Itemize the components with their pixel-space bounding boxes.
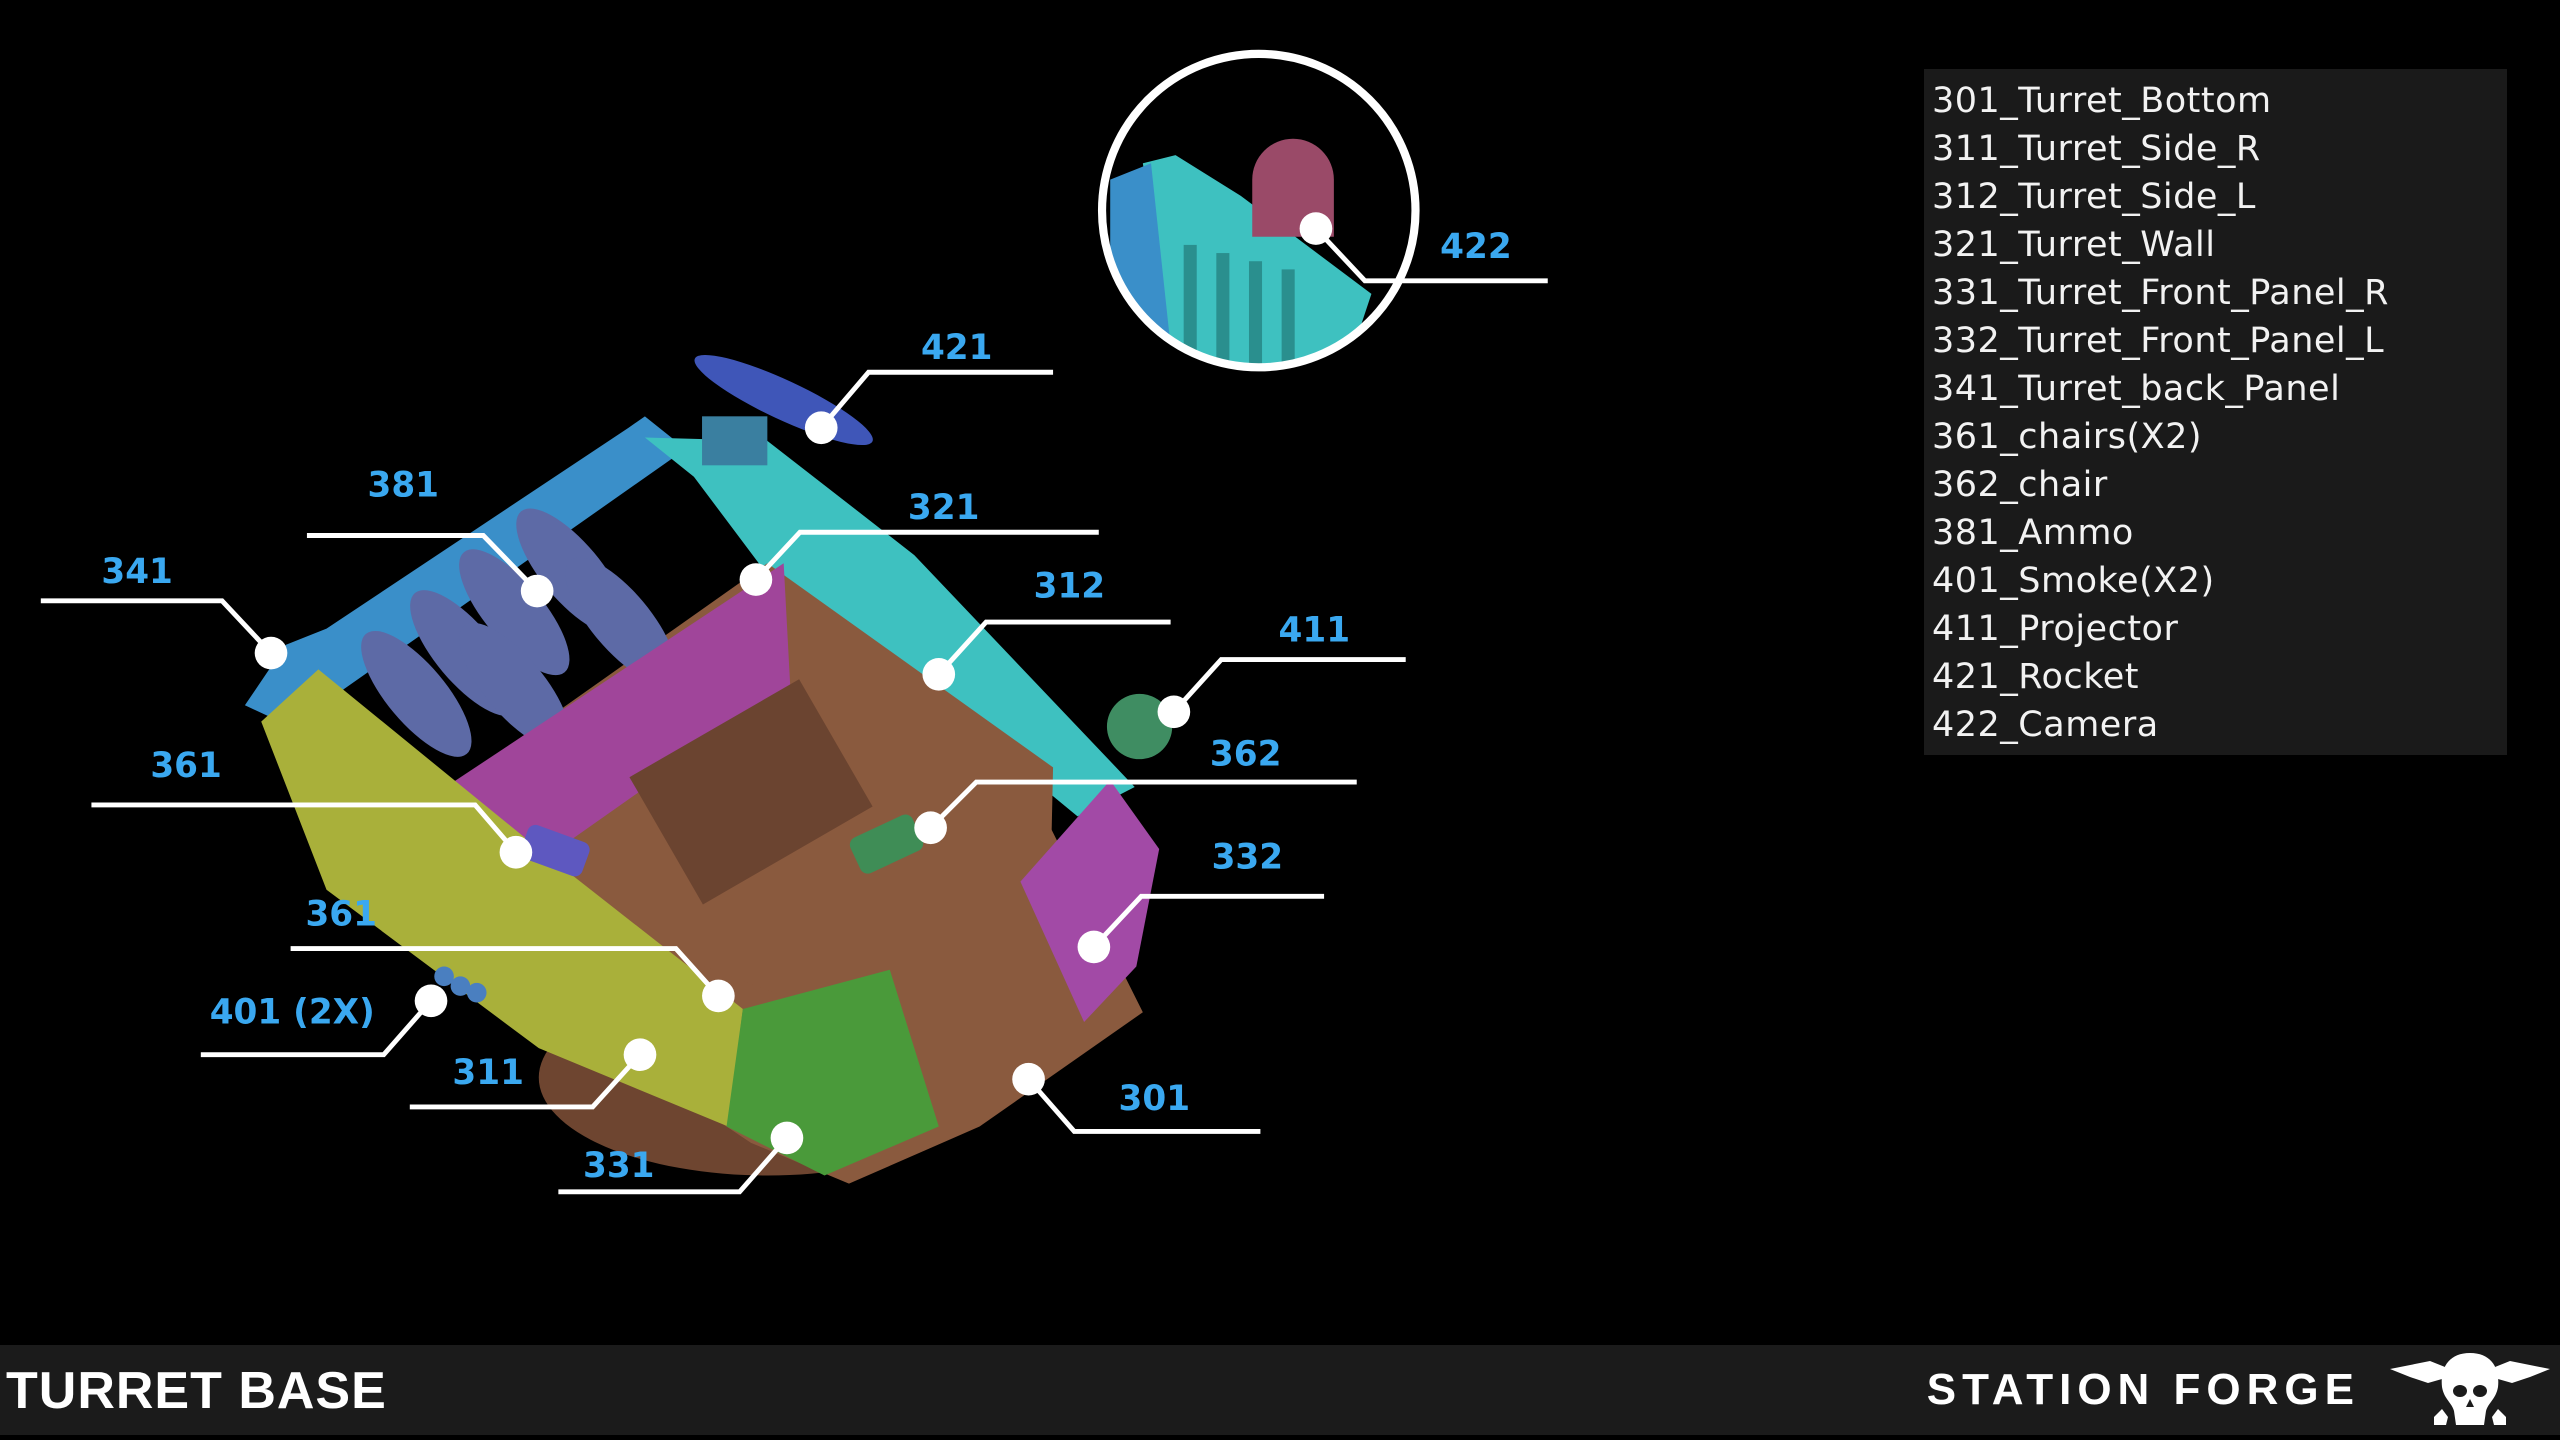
callout-311: 311 xyxy=(409,1038,657,1110)
inset-frame xyxy=(1097,49,1420,372)
engine-block xyxy=(629,679,873,905)
callout-361-upper: 361 xyxy=(91,746,533,869)
legend-item: 361_chairs(X2) xyxy=(1932,417,2203,457)
legend-item: 311_Turret_Side_R xyxy=(1932,129,2261,169)
legend-item: 312_Turret_Side_L xyxy=(1932,177,2256,217)
legend-item: 381_Ammo xyxy=(1932,513,2134,553)
legend-item: 331_Turret_Front_Panel_R xyxy=(1932,273,2389,313)
callout-label: 422 xyxy=(1440,227,1512,267)
callout-label: 362 xyxy=(1210,735,1282,775)
part-381-ammo xyxy=(361,508,676,757)
callout-label: 411 xyxy=(1279,611,1351,651)
callout-label: 341 xyxy=(101,552,173,592)
part-411-projector xyxy=(1106,693,1173,760)
callout-401: 401 (2X) xyxy=(200,984,448,1058)
legend-item: 422_Camera xyxy=(1932,705,2159,745)
callout-label: 381 xyxy=(367,465,439,505)
legend-item: 401_Smoke(X2) xyxy=(1932,561,2215,601)
callout-label: 421 xyxy=(921,328,993,368)
parts-legend: 301_Turret_Bottom 311_Turret_Side_R 312_… xyxy=(1924,69,2507,755)
legend-item: 341_Turret_back_Panel xyxy=(1932,369,2341,409)
callout-label: 361 xyxy=(150,746,222,786)
skull-wings-logo-icon xyxy=(2390,1353,2550,1425)
part-361-chair xyxy=(520,824,590,877)
callout-332: 332 xyxy=(1077,838,1325,964)
callout-341: 341 xyxy=(40,552,288,670)
callout-label: 311 xyxy=(452,1053,524,1093)
part-321-wall xyxy=(421,563,791,895)
callout-421: 421 xyxy=(804,328,1054,445)
legend-item: 362_chair xyxy=(1932,465,2108,505)
legend-item: 301_Turret_Bottom xyxy=(1932,81,2272,121)
callout-362: 362 xyxy=(914,735,1357,845)
part-312-side-l xyxy=(644,437,1135,817)
callout-label: 312 xyxy=(1034,567,1106,607)
part-401-smoke xyxy=(434,966,487,1003)
callouts: 422 421 381 321 341 312 411 362 361 332 … xyxy=(40,212,1548,1195)
callout-label: 301 xyxy=(1119,1079,1191,1119)
camera-inset xyxy=(1097,49,1420,372)
callout-label: 321 xyxy=(908,488,980,528)
part-362-chair xyxy=(849,814,924,874)
legend-item: 411_Projector xyxy=(1932,609,2179,649)
callout-361-lower: 361 xyxy=(290,895,735,1013)
callout-411: 411 xyxy=(1157,611,1406,729)
callout-label: 361 xyxy=(305,895,377,935)
part-422-camera xyxy=(1252,138,1334,237)
callout-381: 381 xyxy=(306,465,554,608)
legend-item: 421_Rocket xyxy=(1932,657,2139,697)
part-332-front-panel-l xyxy=(1020,780,1160,1023)
brand-name: STATION FORGE xyxy=(1926,1365,2360,1414)
turret-model xyxy=(244,354,1173,1184)
page-title: TURRET BASE xyxy=(6,1362,387,1420)
callout-422: 422 xyxy=(1299,212,1548,284)
callout-321: 321 xyxy=(739,488,1099,596)
callout-331: 331 xyxy=(558,1121,804,1195)
part-421-rocket xyxy=(694,354,873,466)
part-311-side-r xyxy=(261,669,743,1127)
callout-label: 401 (2X) xyxy=(210,993,375,1033)
callout-label: 331 xyxy=(583,1146,655,1186)
callout-301: 301 xyxy=(1012,1062,1261,1134)
callout-312: 312 xyxy=(922,567,1171,691)
legend-item: 332_Turret_Front_Panel_L xyxy=(1932,321,2385,361)
footer-bar: TURRET BASE STATION FORGE xyxy=(0,1345,2560,1435)
legend-item: 321_Turret_Wall xyxy=(1932,225,2216,265)
callout-label: 332 xyxy=(1212,838,1284,878)
